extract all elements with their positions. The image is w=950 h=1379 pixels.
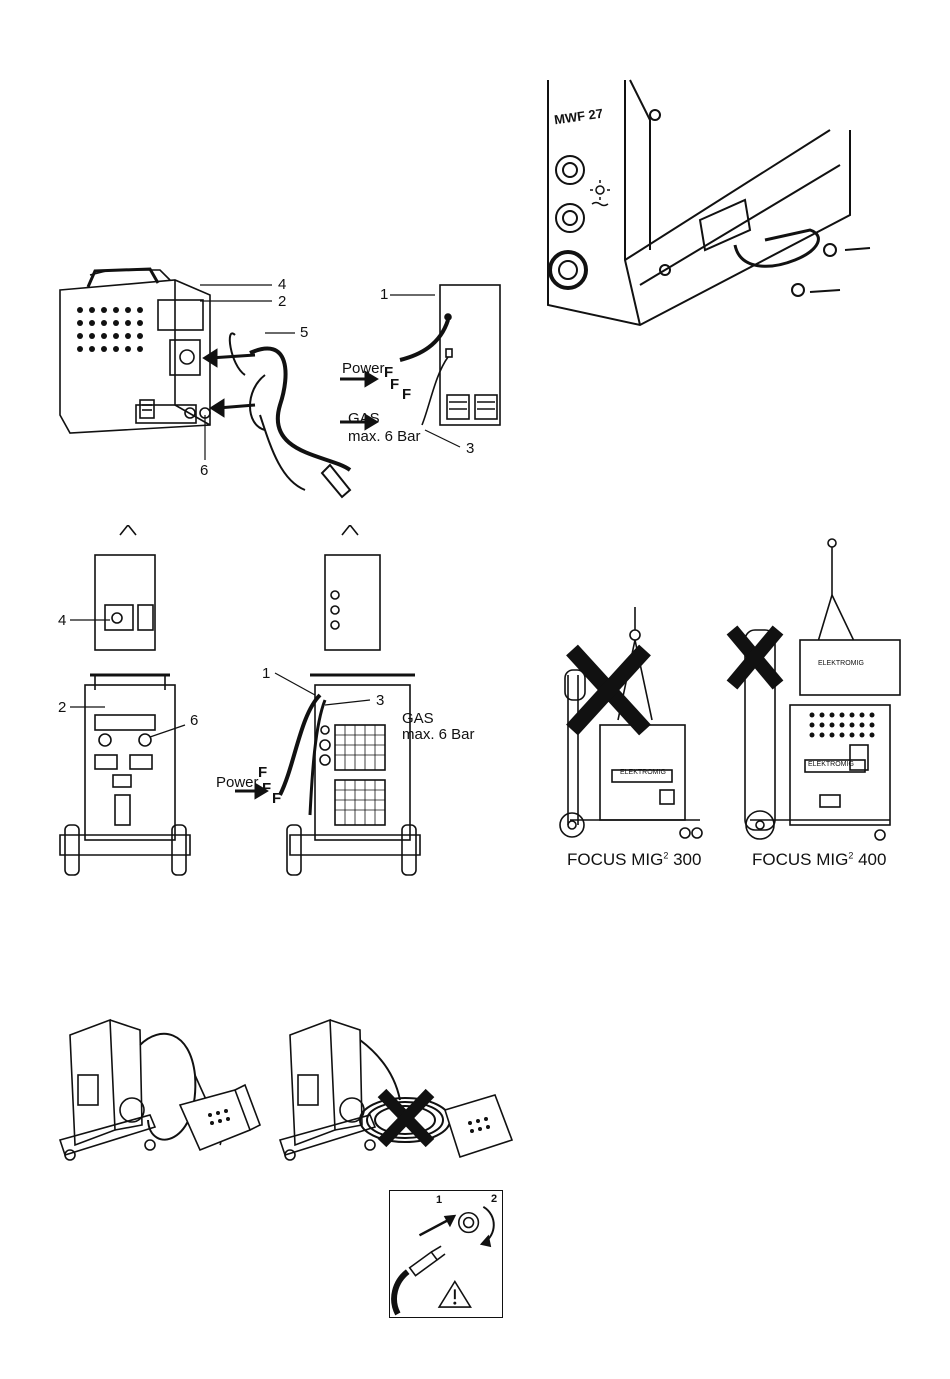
gas-pressure: max. 6 Bar [402, 727, 475, 742]
prohibited-cross-icon [572, 650, 645, 730]
figure-connector: 1 2 [389, 1190, 503, 1318]
callout-2: 2 [58, 700, 66, 715]
gas-label: GAS [402, 711, 434, 726]
connector-drawing [390, 1191, 502, 1317]
phase-label: F [390, 377, 399, 392]
power-label: Power [342, 361, 385, 376]
brand-plate: ELEKTROMIG [808, 761, 854, 768]
callout-1: 1 [262, 666, 270, 681]
sun-symbol-icon [590, 180, 610, 206]
rear-view [440, 285, 500, 425]
trolley-connections-drawing [50, 525, 490, 885]
phase-label: F [258, 765, 267, 780]
callout-3: 3 [466, 441, 474, 456]
callout-3: 3 [376, 693, 384, 708]
figure-compact-connections: 4 2 5 1 6 3 Power F F F GAS max. 6 Bar [50, 265, 520, 505]
phase-label: F [402, 387, 411, 402]
phase-label: F [272, 791, 281, 806]
caption-focus-mig-400: FOCUS MIG2 400 [752, 850, 886, 870]
callout-4: 4 [58, 613, 66, 628]
callout-5: 5 [300, 325, 308, 340]
callout-1: 1 [380, 287, 388, 302]
gas-label: GAS [348, 411, 380, 426]
figure-wirefeeder-mount: MWF 27 [540, 70, 885, 330]
figure-cable-routing [50, 1015, 515, 1165]
callout-2: 2 [278, 294, 286, 309]
callout-4: 4 [278, 277, 286, 292]
gas-pressure: max. 6 Bar [348, 429, 421, 444]
brand-plate: ELEKTROMIG [818, 660, 864, 667]
power-label: Power [216, 775, 259, 790]
step-2-label: 2 [491, 1194, 497, 1205]
callout-6: 6 [190, 713, 198, 728]
warning-triangle-icon [439, 1282, 470, 1308]
caption-focus-mig-300: FOCUS MIG2 300 [567, 850, 701, 870]
step-1-label: 1 [436, 1195, 442, 1206]
prohibited-cross-icon [382, 1093, 430, 1143]
figure-trolley-connections: 4 2 6 1 3 GAS max. 6 Bar Power F F F [50, 525, 490, 885]
phase-label: F [262, 781, 271, 796]
lifting-drawing [550, 535, 905, 875]
cable-routing-drawing [50, 1015, 515, 1165]
brand-plate: ELEKTROMIG [620, 769, 666, 776]
figure-lifting: ELEKTROMIG ELEKTROMIG ELEKTROMIG [550, 535, 905, 875]
callout-6: 6 [200, 463, 208, 478]
